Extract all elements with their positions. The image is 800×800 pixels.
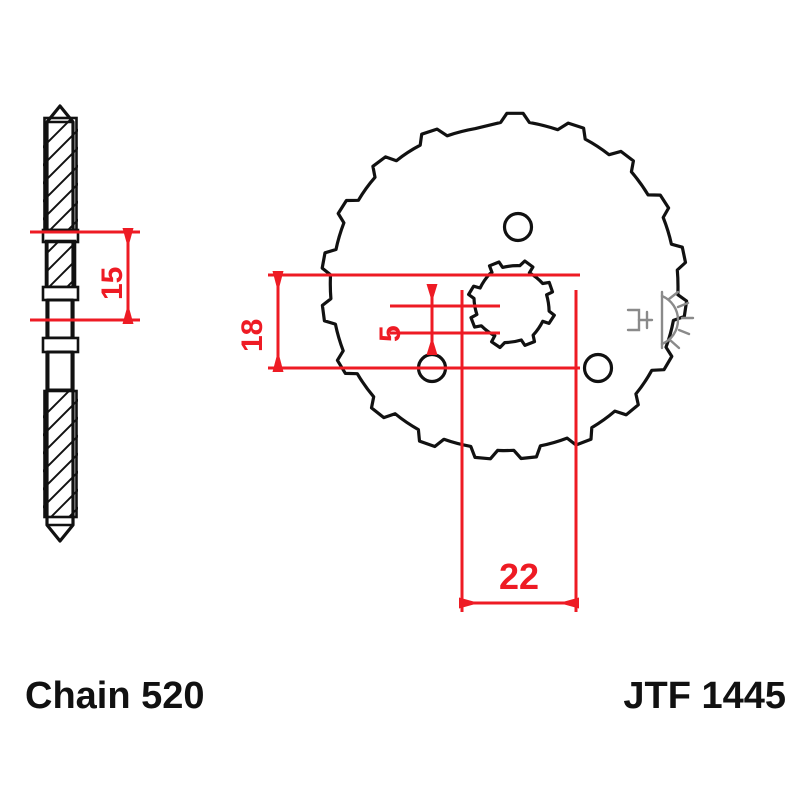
sprocket-teeth-outline bbox=[320, 111, 689, 461]
dim-18-value: 18 bbox=[236, 319, 269, 352]
chain-label: Chain 520 bbox=[25, 675, 205, 717]
hub-spline-bore bbox=[467, 259, 556, 350]
section-roller-pocket-2 bbox=[46, 350, 74, 392]
dim-22-arrow-right bbox=[559, 597, 579, 609]
dim-5-arrow-top bbox=[426, 284, 438, 302]
section-hatch-mid bbox=[45, 240, 76, 288]
dimension-15: 15 bbox=[30, 228, 140, 324]
dim-18-arrow-bottom bbox=[272, 351, 284, 372]
dimension-5: 5 bbox=[374, 284, 500, 355]
bolt-hole-right bbox=[582, 352, 614, 384]
section-band-2 bbox=[41, 285, 80, 302]
dim-15-arrow-top bbox=[122, 228, 134, 248]
section-hatch-upper bbox=[43, 118, 78, 230]
dim-22-arrow-left bbox=[459, 597, 479, 609]
knurl-surface-symbol bbox=[626, 290, 695, 350]
dim-18-arrow-top bbox=[272, 271, 284, 292]
dim-15-value: 15 bbox=[96, 267, 129, 300]
bolt-hole-top bbox=[502, 211, 534, 243]
dim-5-arrow-bottom bbox=[426, 337, 438, 355]
side-section-view bbox=[41, 104, 80, 543]
dim-15-arrow-bottom bbox=[122, 304, 134, 324]
part-number-label: JTF 1445 bbox=[623, 675, 786, 717]
dim-22-value: 22 bbox=[499, 556, 539, 597]
section-hatch-lower bbox=[43, 390, 78, 518]
section-band-3 bbox=[41, 336, 80, 354]
dim-5-value: 5 bbox=[374, 325, 407, 342]
section-block-lower bbox=[43, 389, 78, 519]
dimension-18: 18 bbox=[236, 271, 580, 372]
dimension-22: 22 bbox=[459, 290, 579, 612]
